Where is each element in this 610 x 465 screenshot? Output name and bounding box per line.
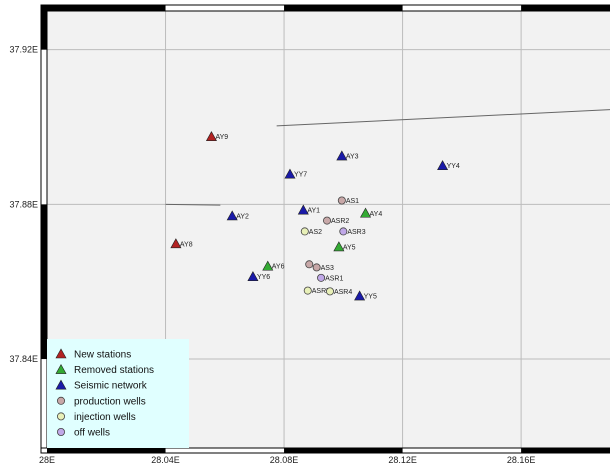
station-label: ASR2 — [331, 218, 349, 225]
y-tick-label: 37.84E — [9, 354, 38, 364]
station-label: AY8 — [180, 241, 193, 248]
station-label: AS1 — [346, 198, 359, 205]
station-label: ASR5 — [312, 288, 330, 295]
circle-marker — [325, 287, 334, 296]
frame-bottom-segment — [47, 448, 166, 453]
triangle-marker — [336, 150, 348, 161]
legend-circle-marker — [57, 427, 66, 436]
boundary-line — [165, 203, 221, 206]
legend-circle-marker — [57, 396, 66, 405]
station-label: AY2 — [236, 213, 249, 220]
legend-triangle-marker — [55, 348, 67, 359]
x-tick-label: 28.08E — [270, 455, 299, 465]
station-label: YY5 — [364, 294, 377, 301]
legend-triangle-marker — [55, 379, 67, 390]
circle-marker — [305, 260, 314, 269]
x-tick-label: 28.16E — [507, 455, 536, 465]
legend-label: Removed stations — [74, 365, 154, 376]
station-label: AY9 — [215, 134, 228, 141]
station-label: AY4 — [370, 211, 383, 218]
legend-label: injection wells — [74, 412, 136, 423]
legend-label: Seismic network — [74, 381, 148, 392]
map-frame — [40, 4, 610, 454]
triangle-marker — [205, 131, 217, 141]
legend-circle-marker — [57, 412, 66, 421]
triangle-marker — [354, 290, 366, 301]
legend-label: off wells — [74, 428, 110, 439]
legend-label: production wells — [74, 396, 146, 407]
circle-marker — [303, 286, 312, 295]
circle-marker — [323, 216, 332, 225]
station-label: AS2 — [309, 229, 322, 236]
axis-ticks: 28E 28.04E 28.08E 28.12E 28.16E 37.92E 37.88E 3… — [9, 45, 535, 465]
legend-label: New stations — [74, 350, 131, 361]
triangle-marker — [360, 207, 372, 218]
triangle-marker — [437, 160, 449, 170]
frame-bottom-segment — [521, 448, 610, 453]
circle-marker — [317, 273, 326, 282]
circle-marker — [300, 227, 309, 236]
station-label: ASR3 — [347, 229, 365, 236]
triangle-marker — [297, 204, 309, 215]
frame-left-segment — [41, 204, 47, 360]
triangle-marker — [247, 271, 259, 281]
station-label: AY1 — [307, 208, 320, 215]
triangle-marker — [262, 260, 274, 271]
y-tick-label: 37.88E — [9, 199, 38, 209]
x-tick-label: 28.12E — [388, 455, 417, 465]
station-label: ASR1 — [325, 275, 343, 282]
fault-line — [276, 109, 610, 127]
frame-top-segment — [521, 5, 610, 11]
circle-marker — [339, 227, 348, 236]
station-label: ASR4 — [334, 289, 352, 296]
station-label: AY5 — [343, 244, 356, 251]
triangle-marker — [170, 238, 182, 249]
station-label: AS3 — [321, 265, 334, 272]
y-tick-label: 37.92E — [9, 45, 38, 55]
frame-left-segment — [41, 5, 47, 50]
station-label: YY4 — [447, 163, 460, 170]
frame-top-segment — [47, 5, 166, 11]
station-label: AY6 — [272, 264, 285, 271]
triangle-marker — [284, 168, 296, 179]
triangle-marker — [226, 210, 238, 221]
station-label: YY7 — [294, 172, 307, 179]
legend-box — [47, 339, 189, 448]
station-label: YY6 — [257, 274, 270, 281]
map-lines — [165, 109, 610, 206]
x-tick-label: 28E — [39, 455, 55, 465]
station-label: AY3 — [346, 154, 359, 161]
frame-top-segment — [284, 5, 403, 11]
triangle-marker — [333, 241, 345, 252]
frame-bottom-segment — [284, 448, 403, 453]
circle-marker — [312, 263, 321, 272]
legend-triangle-marker — [55, 363, 67, 374]
circle-marker — [337, 196, 346, 205]
x-tick-label: 28.04E — [151, 455, 180, 465]
